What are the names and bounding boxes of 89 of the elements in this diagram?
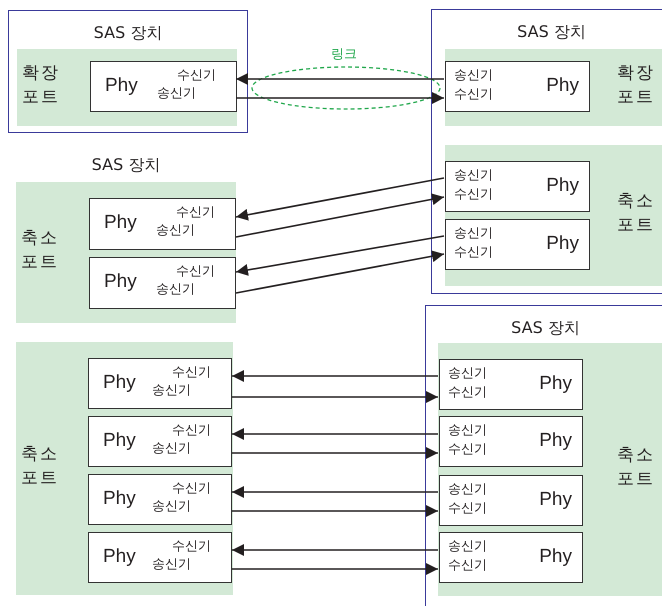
arrow xyxy=(232,505,438,517)
phy-label: Phy xyxy=(103,430,136,453)
port-region xyxy=(17,49,237,126)
phy-box xyxy=(88,474,232,525)
receiver-label: 수신기 xyxy=(448,501,487,517)
receiver-label: 수신기 xyxy=(454,187,493,203)
transmitter-label: 송신기 xyxy=(448,539,487,555)
device-box xyxy=(8,10,248,133)
phy-label: Phy xyxy=(104,271,137,294)
phy-label: Phy xyxy=(539,489,572,512)
port-label: 확장 포트 xyxy=(22,62,61,110)
receiver-label: 수신기 xyxy=(177,68,216,84)
arrow xyxy=(232,447,438,459)
arrow xyxy=(236,177,444,221)
receiver-label: 수신기 xyxy=(172,365,211,381)
port-label: 축소 포트 xyxy=(616,444,656,492)
phy-label: Phy xyxy=(103,546,136,569)
phy-label: Phy xyxy=(546,75,579,98)
phy-box xyxy=(90,61,237,112)
arrow xyxy=(236,92,444,104)
transmitter-label: 송신기 xyxy=(157,86,196,102)
receiver-label: 수신기 xyxy=(172,423,211,439)
phy-box xyxy=(88,358,232,409)
phy-label: Phy xyxy=(539,373,572,396)
receiver-label: 수신기 xyxy=(176,205,215,221)
arrow xyxy=(232,486,438,498)
phy-label: Phy xyxy=(105,75,138,98)
phy-label: Phy xyxy=(539,430,572,453)
port-region xyxy=(438,343,662,596)
port-region xyxy=(16,342,233,595)
device-box xyxy=(425,305,662,606)
transmitter-label: 송신기 xyxy=(454,68,493,84)
receiver-label: 수신기 xyxy=(176,264,215,280)
transmitter-label: 송신기 xyxy=(448,423,487,439)
device-title: SAS 장치 xyxy=(90,155,162,174)
port-region xyxy=(445,145,662,286)
transmitter-label: 송신기 xyxy=(448,366,487,382)
arrow xyxy=(232,563,438,575)
link-label: 링크 xyxy=(331,47,357,63)
transmitter-label: 송신기 xyxy=(152,383,191,399)
device-title: SAS 장치 xyxy=(510,318,581,338)
port-label: 축소 포트 xyxy=(616,190,656,238)
phy-label: Phy xyxy=(546,175,579,198)
phy-box xyxy=(439,532,583,583)
receiver-label: 수신기 xyxy=(172,539,211,555)
phy-box xyxy=(445,219,590,270)
transmitter-label: 송신기 xyxy=(156,223,195,239)
port-label: 확장 포트 xyxy=(616,62,656,110)
phy-box xyxy=(439,359,583,410)
receiver-label: 수신기 xyxy=(448,442,487,458)
receiver-label: 수신기 xyxy=(448,385,487,401)
phy-label: Phy xyxy=(104,212,137,235)
transmitter-label: 송신기 xyxy=(152,441,191,457)
port-label: 축소 포트 xyxy=(21,442,60,490)
arrow xyxy=(232,428,438,440)
receiver-label: 수신기 xyxy=(454,87,493,103)
arrow xyxy=(232,544,438,556)
device-title: SAS 장치 xyxy=(92,23,164,42)
phy-box xyxy=(439,416,583,467)
receiver-label: 수신기 xyxy=(172,481,211,497)
phy-box xyxy=(89,257,236,309)
phy-box xyxy=(439,475,583,526)
device-title: SAS 장치 xyxy=(516,22,587,42)
phy-label: Phy xyxy=(103,488,136,511)
phy-box xyxy=(445,61,590,112)
receiver-label: 수신기 xyxy=(448,558,487,574)
port-label: 축소 포트 xyxy=(21,226,60,274)
phy-box xyxy=(88,532,232,583)
arrow xyxy=(236,235,444,276)
transmitter-label: 송신기 xyxy=(156,282,195,298)
arrow xyxy=(232,370,438,382)
transmitter-label: 송신기 xyxy=(448,482,487,498)
arrow xyxy=(236,73,444,85)
arrow xyxy=(232,391,438,403)
phy-box xyxy=(445,161,590,212)
transmitter-label: 송신기 xyxy=(454,168,493,184)
phy-label: Phy xyxy=(103,372,136,395)
phy-box xyxy=(88,416,232,467)
arrow xyxy=(236,193,444,238)
transmitter-label: 송신기 xyxy=(454,226,493,242)
port-region xyxy=(445,49,662,126)
device-box xyxy=(431,9,662,294)
phy-label: Phy xyxy=(546,233,579,256)
receiver-label: 수신기 xyxy=(454,245,493,261)
phy-box xyxy=(89,198,236,250)
phy-label: Phy xyxy=(539,546,572,569)
transmitter-label: 송신기 xyxy=(152,499,191,515)
arrow xyxy=(236,250,444,294)
transmitter-label: 송신기 xyxy=(152,557,191,573)
